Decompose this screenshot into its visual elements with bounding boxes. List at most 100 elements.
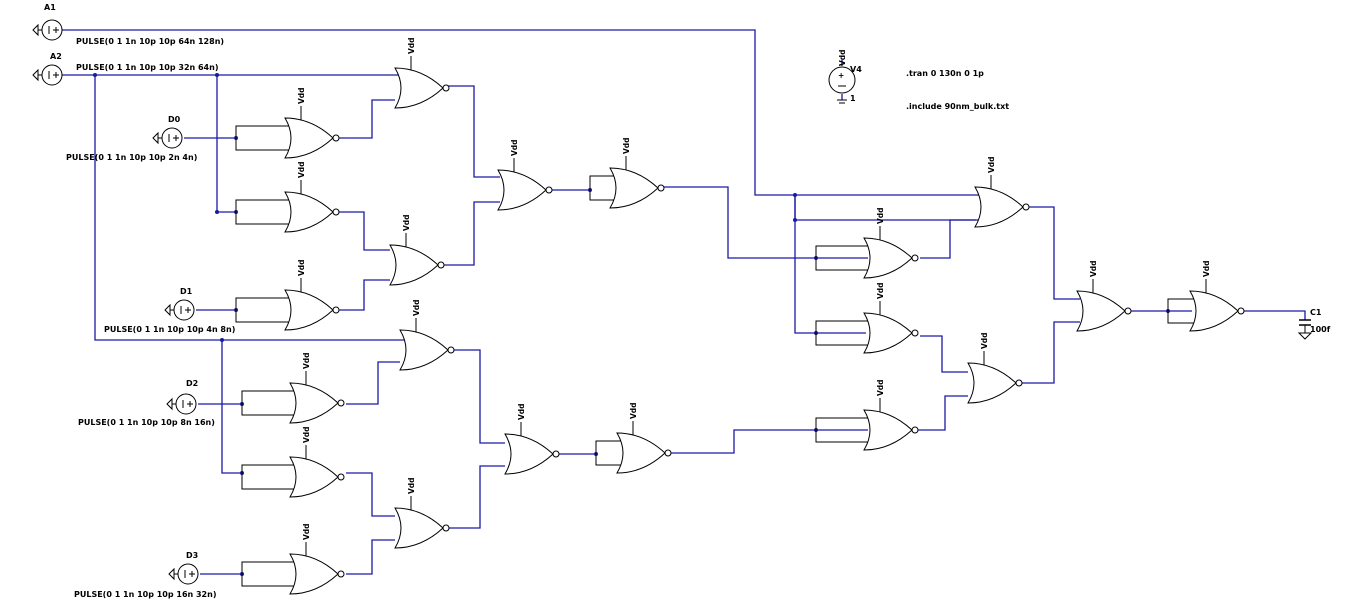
ground-icon bbox=[164, 303, 171, 317]
nor-gate-body bbox=[967, 362, 1017, 404]
source-value: PULSE(0 1 1n 10p 10p 64n 128n) bbox=[76, 37, 224, 46]
directive-tran[interactable]: .tran 0 130n 0 1p bbox=[906, 69, 984, 78]
source-value: PULSE(0 1 1n 10p 10p 32n 64n) bbox=[76, 63, 218, 72]
nor-gate[interactable]: Vdd bbox=[235, 87, 340, 159]
gate-input-box bbox=[241, 390, 301, 416]
source-value: PULSE(0 1 1n 10p 10p 4n 8n) bbox=[104, 325, 235, 334]
nor-gate-body bbox=[863, 409, 913, 451]
source-value: PULSE(0 1 1n 10p 10p 16n 32n) bbox=[74, 590, 216, 599]
vdd-label: Vdd bbox=[302, 426, 311, 443]
vdd-label: Vdd bbox=[1089, 260, 1098, 277]
nor-gate-body bbox=[284, 289, 334, 331]
vdd-label: Vdd bbox=[987, 156, 996, 173]
nor-gate[interactable]: Vdd bbox=[241, 352, 345, 424]
nor-gate[interactable]: Vdd bbox=[815, 282, 919, 354]
nor-gate[interactable]: Vdd bbox=[815, 207, 919, 279]
nor-gate[interactable]: Vdd bbox=[241, 523, 345, 595]
source-name: A1 bbox=[44, 3, 56, 12]
nor-gate[interactable]: Vdd bbox=[1076, 260, 1132, 332]
nor-gate[interactable]: Vdd bbox=[504, 403, 560, 475]
inversion-bubble-icon bbox=[545, 186, 553, 194]
ground-icon bbox=[168, 567, 175, 581]
nor-gate[interactable]: Vdd bbox=[241, 426, 345, 498]
v4-plus: + bbox=[838, 71, 844, 80]
vdd-label: Vdd bbox=[297, 87, 306, 104]
vdd-label: Vdd bbox=[876, 379, 885, 396]
supply-source-v4[interactable]: + V4 1 Vdd bbox=[828, 49, 862, 104]
inversion-bubble-icon bbox=[552, 450, 560, 458]
vdd-label: Vdd bbox=[412, 299, 421, 316]
nor-gate[interactable]: Vdd bbox=[589, 137, 665, 209]
nor-gate[interactable]: Vdd bbox=[394, 37, 450, 109]
source-value: PULSE(0 1 1n 10p 10p 2n 4n) bbox=[66, 153, 197, 162]
nor-gate[interactable]: Vdd bbox=[815, 379, 919, 451]
junction-dot bbox=[220, 338, 224, 342]
inversion-bubble-icon bbox=[442, 524, 450, 532]
capacitor-c1[interactable]: C1 100f bbox=[1297, 308, 1331, 340]
vdd-label: Vdd bbox=[1202, 260, 1211, 277]
nor-gate[interactable]: Vdd bbox=[394, 477, 450, 549]
inversion-bubble-icon bbox=[337, 570, 345, 578]
ground-icon bbox=[32, 68, 39, 82]
nor-gate[interactable]: Vdd bbox=[399, 299, 455, 371]
source-name: D3 bbox=[186, 551, 198, 560]
inversion-bubble-icon bbox=[332, 208, 340, 216]
ground-icon bbox=[166, 397, 173, 411]
nor-gate[interactable]: Vdd bbox=[235, 161, 340, 233]
nor-gate[interactable]: Vdd bbox=[497, 139, 553, 211]
vdd-label: Vdd bbox=[622, 137, 631, 154]
nor-gate-body bbox=[863, 237, 913, 279]
junction-dot bbox=[215, 210, 219, 214]
directive-include[interactable]: .include 90nm_bulk.txt bbox=[906, 102, 1009, 111]
nor-gate[interactable]: Vdd bbox=[1167, 260, 1245, 332]
inversion-bubble-icon bbox=[1124, 307, 1132, 315]
source-name: D1 bbox=[180, 287, 193, 296]
c1-value: 100f bbox=[1310, 325, 1331, 334]
nor-gate-body bbox=[394, 507, 444, 549]
source-value: PULSE(0 1 1n 10p 10p 8n 16n) bbox=[78, 418, 215, 427]
v4-name: V4 bbox=[850, 65, 862, 74]
v4-value: 1 bbox=[850, 94, 856, 103]
gate-input-box bbox=[241, 561, 301, 587]
vdd-label: Vdd bbox=[876, 282, 885, 299]
vdd-label: Vdd bbox=[402, 214, 411, 231]
gate-input-box bbox=[235, 125, 296, 151]
v4-supply-label: Vdd bbox=[838, 49, 847, 66]
inversion-bubble-icon bbox=[1015, 379, 1023, 387]
nor-gate-body bbox=[1076, 290, 1126, 332]
inversion-bubble-icon bbox=[332, 134, 340, 142]
inversion-bubble-icon bbox=[337, 399, 345, 407]
junctions bbox=[93, 73, 1170, 576]
inversion-bubble-icon bbox=[442, 84, 450, 92]
nor-gate-body bbox=[1189, 290, 1239, 332]
nor-gate[interactable]: Vdd bbox=[389, 214, 445, 286]
nor-gate-body bbox=[289, 382, 339, 424]
vdd-label: Vdd bbox=[629, 402, 638, 419]
nor-gate-body bbox=[394, 67, 444, 109]
nor-gate-body bbox=[289, 456, 339, 498]
vdd-label: Vdd bbox=[510, 139, 519, 156]
nor-gate[interactable]: Vdd bbox=[967, 332, 1023, 404]
nor-gate[interactable]: Vdd bbox=[595, 402, 672, 474]
gate-input-box bbox=[235, 199, 296, 225]
junction-dot bbox=[93, 73, 97, 77]
vdd-label: Vdd bbox=[407, 37, 416, 54]
junction-dot bbox=[793, 218, 797, 222]
nor-gate-body bbox=[289, 553, 339, 595]
vdd-label: Vdd bbox=[302, 523, 311, 540]
inversion-bubble-icon bbox=[447, 346, 455, 354]
nor-gate[interactable]: Vdd bbox=[974, 156, 1030, 228]
nor-gate[interactable]: Vdd bbox=[235, 259, 340, 331]
inversion-bubble-icon bbox=[657, 184, 665, 192]
nor-gate-body bbox=[497, 169, 547, 211]
c1-name: C1 bbox=[1310, 308, 1322, 317]
nor-gate-body bbox=[284, 117, 334, 159]
